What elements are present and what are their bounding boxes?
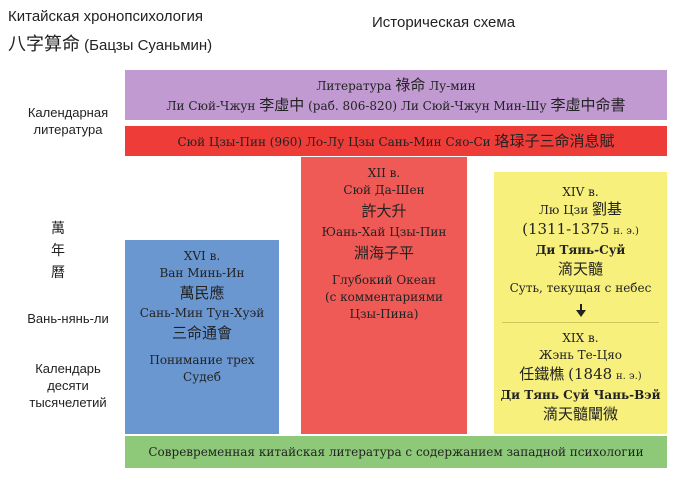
red-block-xii-century: XII в. Сюй Да-Шен 許大升 Юань-Хай Цзы-Пин 淵… <box>301 157 467 434</box>
century-label: XVI в. <box>183 249 221 263</box>
side-label-line: литература <box>33 122 103 137</box>
side-label-calendar-ten: Календарь десяти тысячелетий <box>12 360 124 411</box>
yellow-block-xiv-xix: XIV в. Лю Цзи 劉基 (1311-1375 н. э.) Ди Тя… <box>494 172 667 434</box>
author-line: Лю Цзи 劉基 <box>494 201 667 219</box>
purple-cjk: 李虛中 <box>259 96 305 114</box>
diagram-subtitle: 八字算命 (Бацзы Суаньмин) <box>8 30 212 56</box>
side-label-line: Календарная <box>27 105 109 120</box>
work-desc: Цзы-Пина) <box>349 307 419 321</box>
yellow-divider <box>502 322 659 323</box>
yellow-section-xix: XIX в. Жэнь Те-Цяо 任鐵樵 (1848 н. э.) Ди Т… <box>494 330 667 425</box>
work-cjk: 三命通會 <box>171 324 232 342</box>
side-label-line: тысячелетий <box>29 395 107 410</box>
author-cjk-line: 任鐵樵 (1848 н. э.) <box>494 366 667 385</box>
work-cjk: 淵海子平 <box>353 244 414 262</box>
century-label: XIV в. <box>562 185 599 199</box>
side-cjk-char: 曆 <box>51 265 65 281</box>
era-label: н. э.) <box>613 226 639 237</box>
arrow-down-icon <box>575 310 586 317</box>
purple-text: Ли Сюй-Чжун <box>166 99 256 113</box>
side-label-line: десяти <box>47 378 89 393</box>
title-rest: (Бацзы Суаньмин) <box>84 37 213 54</box>
work-name: Сань-Мин Тун-Хуэй <box>139 306 265 320</box>
arrow-down-icon-stem <box>579 304 582 311</box>
author-cjk: 萬民應 <box>179 284 225 302</box>
purple-line-1: Литература 祿命 Лу-мин <box>125 76 667 96</box>
purple-cjk: 李虛中命書 <box>550 96 626 114</box>
side-label-van-nyan-li: Вань-нянь-ли <box>27 311 109 326</box>
side-cjk-char: 萬 <box>51 221 65 237</box>
red-strip-cjk: 珞琭子三命消息賦 <box>494 132 615 150</box>
side-label-calendar-literature: Календарная литература <box>18 104 118 138</box>
work-name: Ди Тянь-Суй <box>535 243 626 257</box>
work-cjk: 滴天髓闡微 <box>542 405 618 423</box>
work-desc: (с комментариями <box>324 290 444 304</box>
work-desc: Судеб <box>183 370 221 384</box>
title-cjk: 八字算命 <box>8 34 80 55</box>
red-strip-block: Сюй Цзы-Пин (960) Ло-Лу Цзы Сань-Мин Сяо… <box>125 126 667 156</box>
author-name: Лю Цзи <box>538 203 589 217</box>
century-label: XII в. <box>367 166 401 180</box>
yellow-section-xiv: XIV в. Лю Цзи 劉基 (1311-1375 н. э.) Ди Тя… <box>494 184 667 297</box>
author-cjk: 許大升 <box>361 202 407 220</box>
author-name: Жэнь Те-Цяо <box>539 348 622 362</box>
century-label: XIX в. <box>562 331 599 345</box>
work-desc: Глубокий Океан <box>332 273 436 287</box>
work-cjk: 滴天髓 <box>557 260 603 278</box>
purple-text: (раб. 806-820) Ли Сюй-Чжун Мин-Шу <box>308 99 547 113</box>
blue-block-xvi-century: XVI в. Ван Минь-Ин 萬民應 Сань-Мин Тун-Хуэй… <box>125 240 279 434</box>
author-cjk: 劉基 <box>592 200 623 218</box>
diagram-title: Китайская хронопсихология <box>8 8 203 25</box>
work-desc: Суть, текущая с небес <box>509 281 652 295</box>
years-value: (1848 <box>568 365 613 383</box>
era-label: н. э.) <box>616 371 642 382</box>
purple-text: Лу-мин <box>429 79 476 93</box>
author-cjk: 任鐵樵 <box>519 365 565 383</box>
purple-line-2: Ли Сюй-Чжун 李虛中 (раб. 806-820) Ли Сюй-Чж… <box>125 96 667 116</box>
schema-title: Историческая схема <box>372 14 516 31</box>
years-line: (1311-1375 н. э.) <box>494 221 667 240</box>
side-label-line: Календарь <box>35 361 101 376</box>
purple-lu-ming-block: Литература 祿命 Лу-мин Ли Сюй-Чжун 李虛中 (ра… <box>125 70 667 120</box>
green-bar-text: Совревременная китайская литература с со… <box>148 445 644 459</box>
author-name: Ван Минь-Ин <box>159 266 245 280</box>
purple-cjk: 祿命 <box>395 76 426 94</box>
author-name: Сюй Да-Шен <box>343 183 425 197</box>
work-name: Юань-Хай Цзы-Пин <box>321 225 447 239</box>
green-modern-literature-bar: Совревременная китайская литература с со… <box>125 436 667 468</box>
side-cjk-char: 年 <box>51 243 65 259</box>
side-label-wan-nian-li-cjk: 萬 年 曆 <box>46 218 70 284</box>
work-desc: Понимание трех <box>149 353 255 367</box>
red-strip-text: Сюй Цзы-Пин (960) Ло-Лу Цзы Сань-Мин Сяо… <box>177 135 491 149</box>
work-name: Ди Тянь Суй Чань-Вэй <box>500 388 661 402</box>
purple-text: Литература <box>316 79 392 93</box>
years-value: (1311-1375 <box>522 220 610 238</box>
